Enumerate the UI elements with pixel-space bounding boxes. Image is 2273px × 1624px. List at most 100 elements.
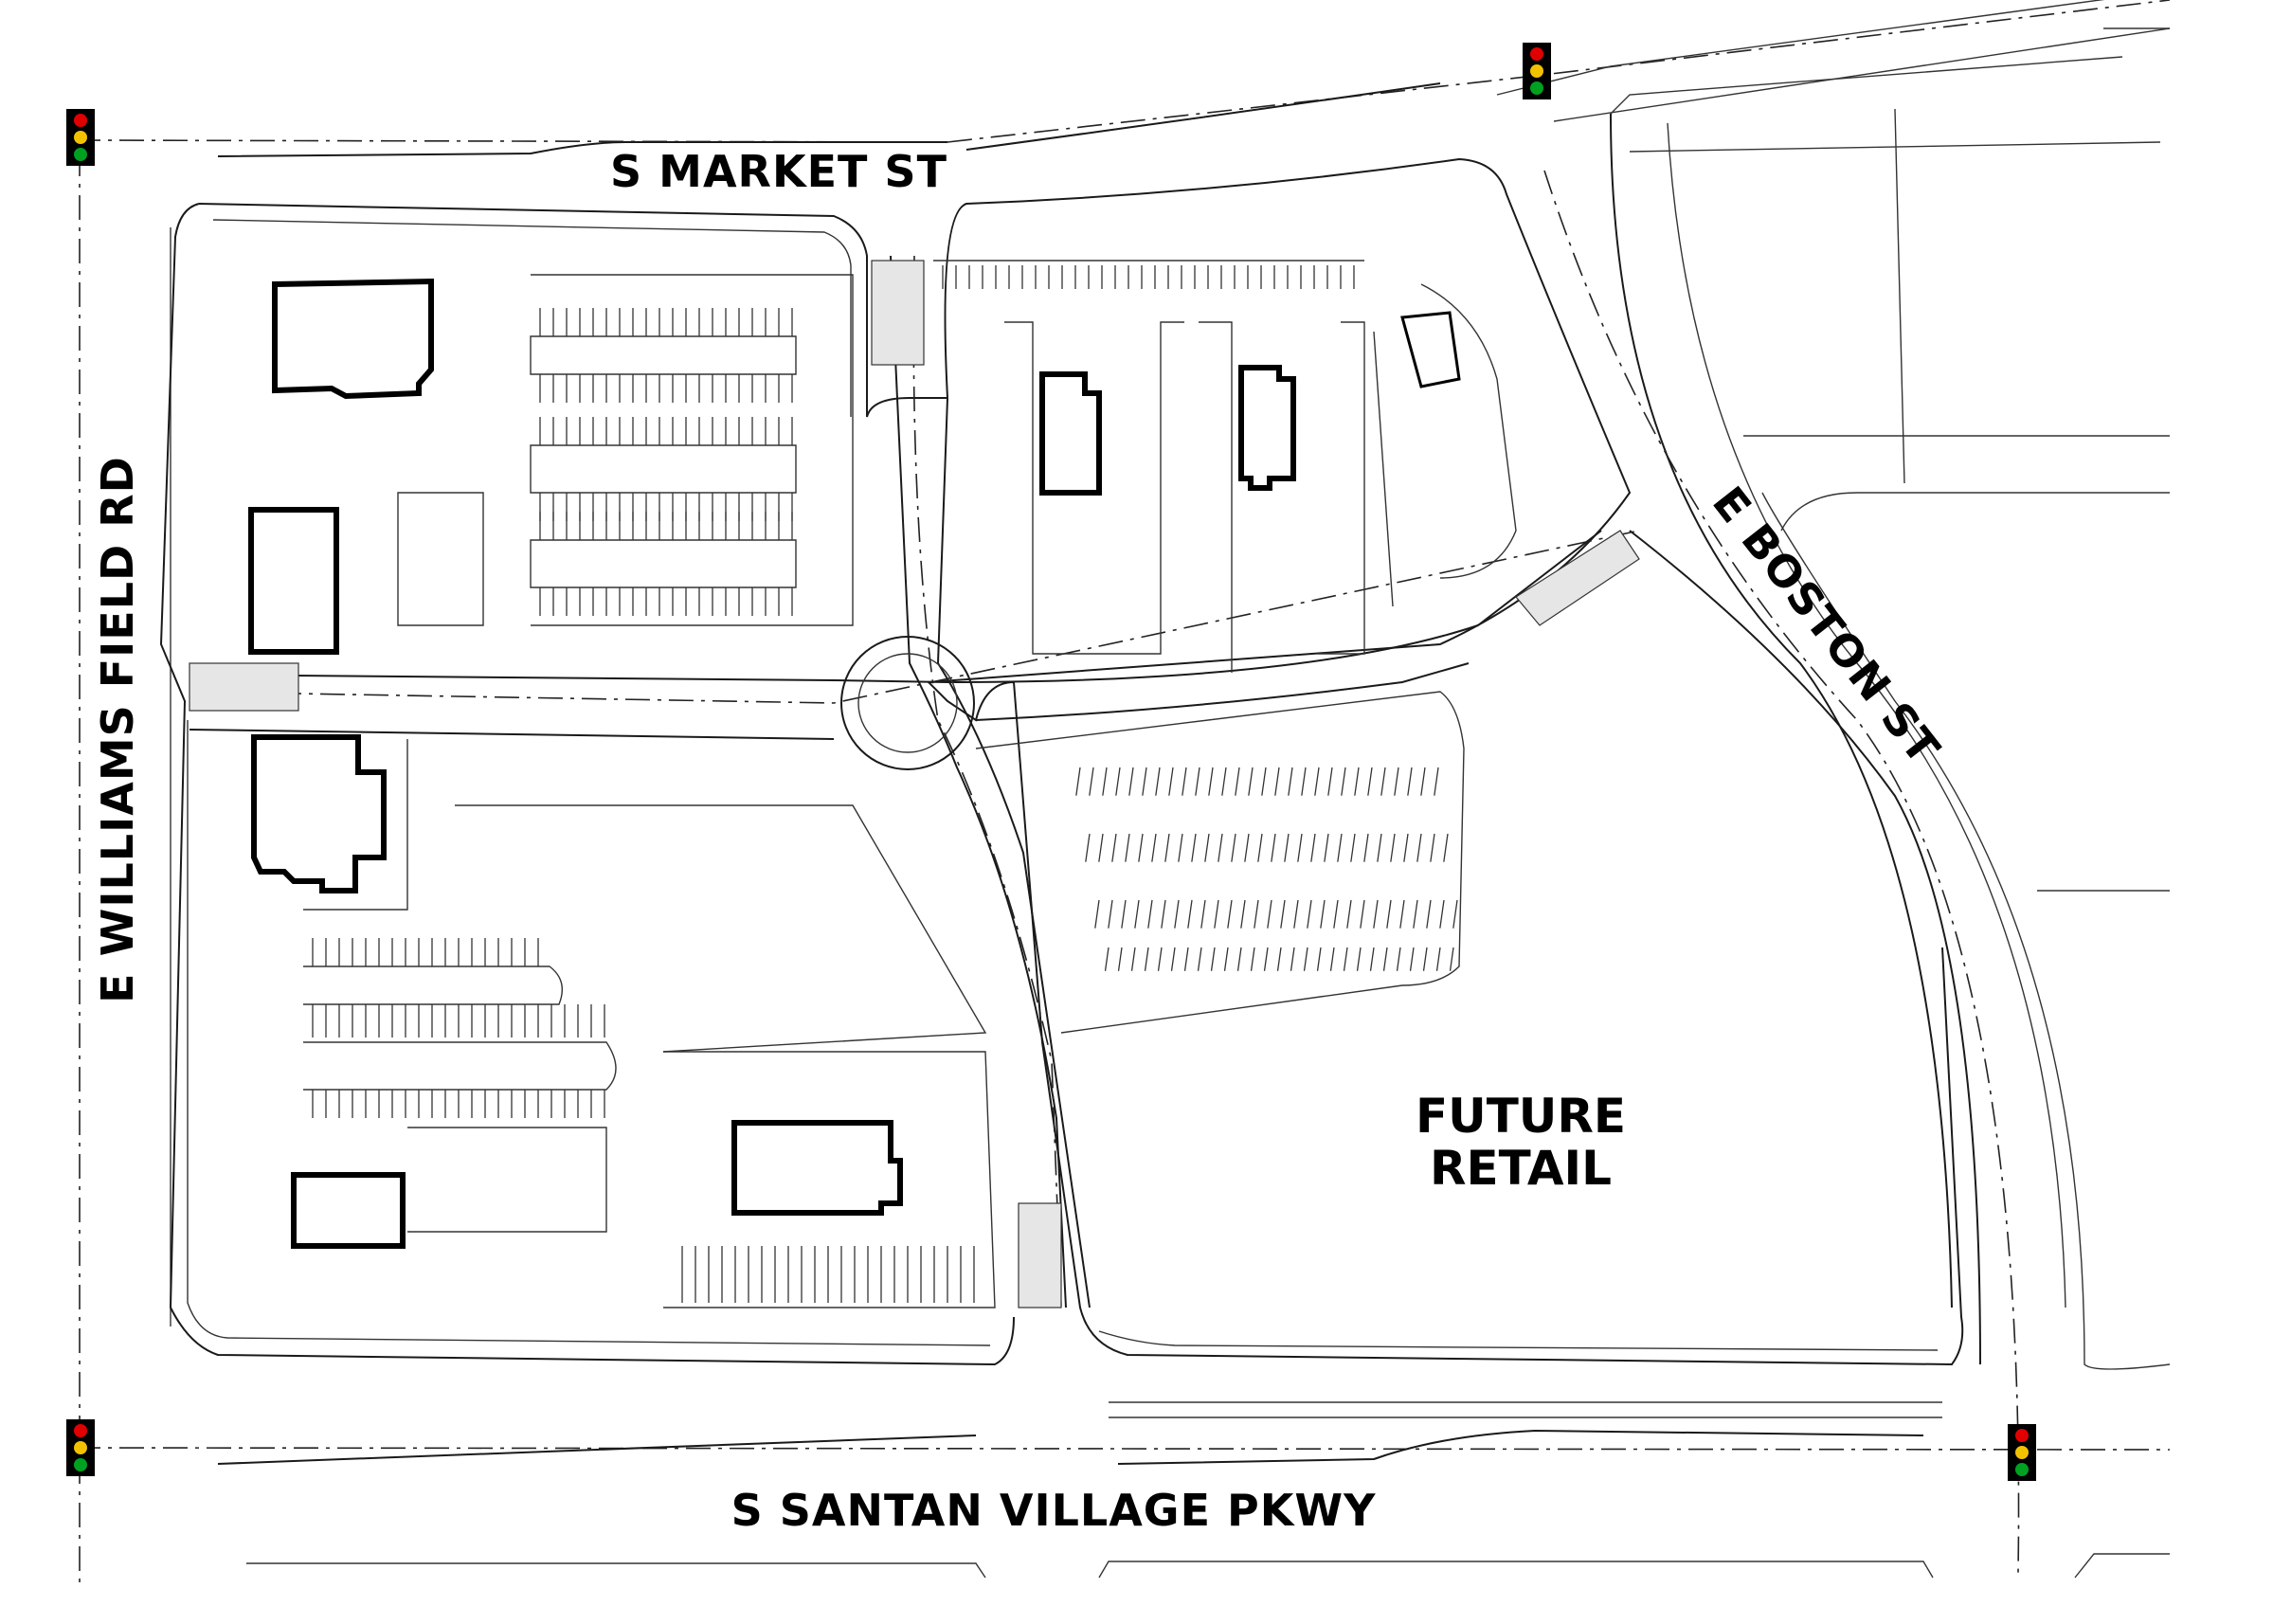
parking-stall-line (1178, 833, 1183, 862)
parking-stall-line (1274, 767, 1280, 796)
parking-stall-line (1147, 899, 1153, 929)
signal-light-red (1530, 47, 1543, 61)
parking-stall-line (1117, 947, 1123, 971)
parking-area-north-east (933, 260, 1517, 673)
parking-stall-line (1343, 947, 1348, 971)
parking-stall-line (1183, 947, 1189, 971)
signal-light-red (74, 114, 87, 127)
parking-stall-line (1263, 947, 1269, 971)
parking-stall-line (1221, 767, 1227, 796)
parcel-label-future-retail-line1: FUTURE (1416, 1089, 1626, 1144)
parking-stall-line (1248, 767, 1254, 796)
parking-stall-line (1130, 947, 1136, 971)
parking-stall-line (1204, 833, 1210, 862)
building-pad-north-center (1039, 371, 1102, 496)
parking-stall-line (1324, 833, 1329, 862)
internal-drives (189, 255, 1640, 1308)
parking-stall-line (1329, 947, 1335, 971)
parking-stall-line (1218, 833, 1223, 862)
signal-light-yellow (2015, 1446, 2029, 1459)
parking-stall-line (1104, 947, 1109, 971)
parking-stall-line (1363, 833, 1369, 862)
parking-stall-line (1151, 833, 1157, 862)
parking-stall-line (1390, 833, 1396, 862)
parking-stall-line (1261, 767, 1267, 796)
parking-stall-line (1377, 833, 1382, 862)
street-label-east: E BOSTON ST (1703, 478, 1950, 774)
parking-stall-line (1382, 947, 1388, 971)
parking-stall-line (1223, 947, 1229, 971)
parking-stall-line (1214, 899, 1219, 929)
parking-stall-line (1195, 767, 1200, 796)
parking-stall-line (1346, 899, 1352, 929)
parking-stall-line (1280, 899, 1286, 929)
signal-light-green (74, 1458, 87, 1471)
parking-stall-line (1380, 767, 1386, 796)
parking-stall-line (1426, 899, 1432, 929)
parking-stall-line (1301, 767, 1307, 796)
parking-stall-line (1360, 899, 1365, 929)
parking-stall-line (1240, 899, 1246, 929)
parking-stall-line (1409, 947, 1415, 971)
parking-stall-line (1182, 767, 1187, 796)
building-pad-drive-thru (1400, 311, 1461, 388)
building-pad-south-west (291, 1172, 406, 1249)
parking-stall-line (1356, 947, 1362, 971)
parking-stall-line (1316, 947, 1322, 971)
traffic-signal-nw (66, 109, 95, 166)
signal-light-yellow (74, 1441, 87, 1454)
parking-stall-line (1102, 767, 1108, 796)
parking-stall-line (1394, 767, 1399, 796)
parking-stall-line (1210, 947, 1216, 971)
parking-stall-line (1191, 833, 1197, 862)
parking-stall-line (1407, 767, 1413, 796)
parking-stall-line (1314, 767, 1320, 796)
signal-light-green (1530, 81, 1543, 95)
parking-stall-line (1257, 833, 1263, 862)
parking-stall-line (1333, 899, 1339, 929)
building-pad-north-east (1238, 365, 1296, 491)
signal-light-red (74, 1424, 87, 1437)
parking-stall-line (1396, 947, 1401, 971)
parking-stall-line (1170, 947, 1176, 971)
traffic-signal-se (2008, 1424, 2036, 1481)
parking-stall-line (1200, 899, 1206, 929)
parking-stall-line (1144, 947, 1149, 971)
parking-stall-line (1108, 899, 1113, 929)
signal-light-yellow (1530, 64, 1543, 78)
traffic-signal-sw (66, 1419, 95, 1476)
parking-stall-line (1303, 947, 1308, 971)
signal-light-green (74, 148, 87, 161)
parking-stall-line (1115, 767, 1121, 796)
building-pad-w (248, 507, 339, 655)
parking-stall-line (1443, 833, 1449, 862)
parking-stall-line (1420, 767, 1426, 796)
parcel-label-future-retail-line2: RETAIL (1430, 1141, 1612, 1196)
parking-stall-line (1452, 899, 1458, 929)
parking-stall-line (1320, 899, 1326, 929)
parking-stall-line (1142, 767, 1147, 796)
parking-stall-line (1089, 767, 1094, 796)
parking-stall-line (1337, 833, 1343, 862)
parking-stall-line (1111, 833, 1117, 862)
parking-stall-line (1168, 767, 1174, 796)
parking-area-south-west (303, 739, 996, 1308)
parking-stall-line (1293, 899, 1299, 929)
parking-stall-line (1307, 899, 1312, 929)
parking-stall-line (1208, 767, 1214, 796)
parking-stall-line (1403, 833, 1409, 862)
parking-stall-line (1290, 947, 1295, 971)
parking-stall-line (1157, 947, 1163, 971)
parking-stall-line (1369, 947, 1375, 971)
parking-stall-line (1373, 899, 1379, 929)
parking-stall-line (1121, 899, 1127, 929)
parking-stall-line (1134, 899, 1140, 929)
parking-stall-line (1327, 767, 1333, 796)
signal-light-yellow (74, 131, 87, 144)
parking-stall-line (1341, 767, 1346, 796)
parking-stall-line (1128, 767, 1134, 796)
parking-stall-line (1235, 767, 1240, 796)
parking-stall-line (1297, 833, 1303, 862)
parking-stall-line (1254, 899, 1259, 929)
